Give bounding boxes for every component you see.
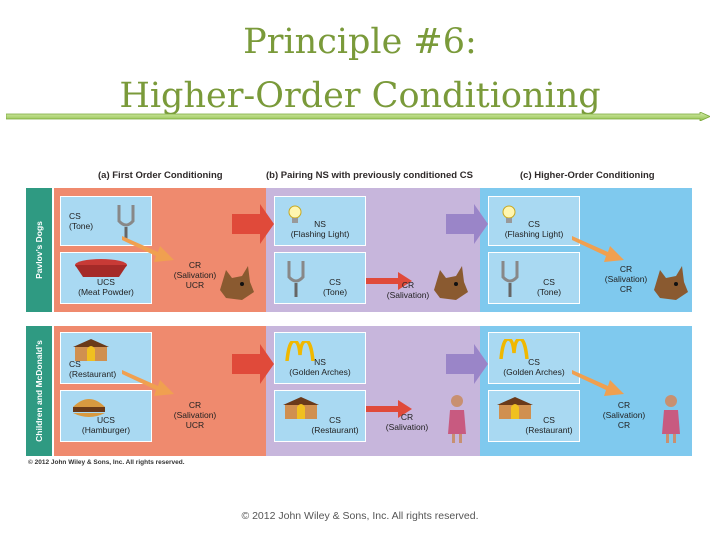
stimulus-box-ucs-meat: UCS (Meat Powder)	[60, 252, 152, 304]
slide-footer: © 2012 John Wiley & Sons, Inc. All right…	[241, 510, 479, 522]
conditioning-figure: (a) First Order Conditioning (b) Pairing…	[26, 168, 692, 466]
stimulus-box-cs-tone: CS (Tone)	[60, 196, 152, 246]
golden-arches-icon	[499, 339, 529, 359]
header-higher-order: (c) Higher-Order Conditioning	[520, 170, 655, 181]
stimulus-box-cs-restaurant: CS (Restaurant)	[274, 390, 366, 442]
row-separator	[26, 312, 692, 326]
dog-head-icon	[220, 266, 254, 300]
label-mcd-a-cs: CS (Restaurant)	[69, 359, 117, 379]
label-mcd-a-response: CR (Salivation) UCR	[173, 400, 217, 430]
row-label-mcdonalds: Children and McDonald’s	[26, 326, 52, 456]
title-underline-arrow	[6, 112, 710, 121]
header-pairing: (b) Pairing NS with previously condition…	[266, 170, 473, 181]
response-arrow-icon	[366, 400, 412, 418]
row-label-pavlov-text: Pavlov’s Dogs	[34, 221, 45, 279]
dog-head-icon	[434, 266, 468, 300]
light-bulb-icon	[288, 205, 302, 223]
girl-icon	[448, 395, 466, 443]
label-mcd-c-cs2: CS (Restaurant)	[525, 415, 573, 435]
label-c-cs2: CS (Tone)	[536, 277, 562, 297]
figure-credit: © 2012 John Wiley & Sons, Inc. All right…	[28, 459, 185, 466]
section-arrow-icon	[446, 344, 488, 384]
label-mcd-c-cs: CS (Golden Arches)	[503, 357, 565, 377]
section-arrow-icon	[446, 204, 488, 244]
header-first-order: (a) First Order Conditioning	[98, 170, 223, 181]
label-c-cs: CS (Flashing Light)	[504, 219, 564, 239]
stimulus-box-cs-restaurant: CS (Restaurant)	[488, 390, 580, 442]
label-c-response: CR (Salivation) CR	[604, 264, 648, 294]
label-a-response: CR (Salivation) UCR	[173, 260, 217, 290]
restaurant-icon	[497, 397, 533, 419]
stimulus-box-cs-light: CS (Flashing Light)	[488, 196, 580, 246]
stimulus-box-cs-arches: CS (Golden Arches)	[488, 332, 580, 384]
label-a-cs: CS (Tone)	[69, 211, 94, 231]
stimulus-box-ucs-hamburger: UCS (Hamburger)	[60, 390, 152, 442]
stimulus-box-ns-light: NS (Flashing Light)	[274, 196, 366, 246]
section-arrow-icon	[232, 344, 274, 384]
label-mcd-b-cs: CS (Restaurant)	[311, 415, 359, 435]
food-bowl-icon	[75, 259, 127, 277]
label-mcd-a-ucs: UCS (Hamburger)	[81, 415, 131, 435]
hamburger-icon	[73, 399, 105, 417]
slide-title-line-2: Higher-Order Conditioning	[119, 76, 601, 116]
association-arrow-icon	[122, 370, 174, 396]
restaurant-icon	[283, 397, 319, 419]
label-mcd-b-response: CR (Salivation)	[385, 412, 429, 432]
association-arrow-icon	[572, 370, 624, 396]
label-b-ns: NS (Flashing Light)	[290, 219, 350, 239]
stimulus-box-cs-restaurant: CS (Restaurant)	[60, 332, 152, 384]
section-arrow-icon	[232, 204, 274, 244]
dog-head-icon	[654, 266, 688, 300]
light-bulb-icon	[502, 205, 516, 223]
tuning-fork-icon	[287, 261, 305, 297]
row-label-pavlov: Pavlov’s Dogs	[26, 188, 52, 312]
association-arrow-icon	[572, 236, 624, 262]
association-arrow-icon	[122, 236, 174, 262]
stimulus-box-ns-arches: NS (Golden Arches)	[274, 332, 366, 384]
label-b-response: CR (Salivation)	[386, 280, 430, 300]
label-mcd-b-ns: NS (Golden Arches)	[289, 357, 351, 377]
label-a-ucs: UCS (Meat Powder)	[78, 277, 134, 297]
stimulus-box-cs-tone: CS (Tone)	[488, 252, 580, 304]
stimulus-box-cs-tone: CS (Tone)	[274, 252, 366, 304]
girl-icon	[662, 395, 680, 443]
slide-title-line-1: Principle #6:	[243, 22, 477, 62]
row-label-mcdonalds-text: Children and McDonald’s	[34, 340, 45, 442]
tuning-fork-icon	[117, 205, 135, 239]
label-mcd-c-response: CR (Salivation) CR	[602, 400, 646, 430]
restaurant-icon	[73, 339, 109, 361]
label-b-cs: CS (Tone)	[322, 277, 348, 297]
tuning-fork-icon	[501, 261, 519, 297]
golden-arches-icon	[285, 341, 315, 361]
response-arrow-icon	[366, 272, 412, 290]
